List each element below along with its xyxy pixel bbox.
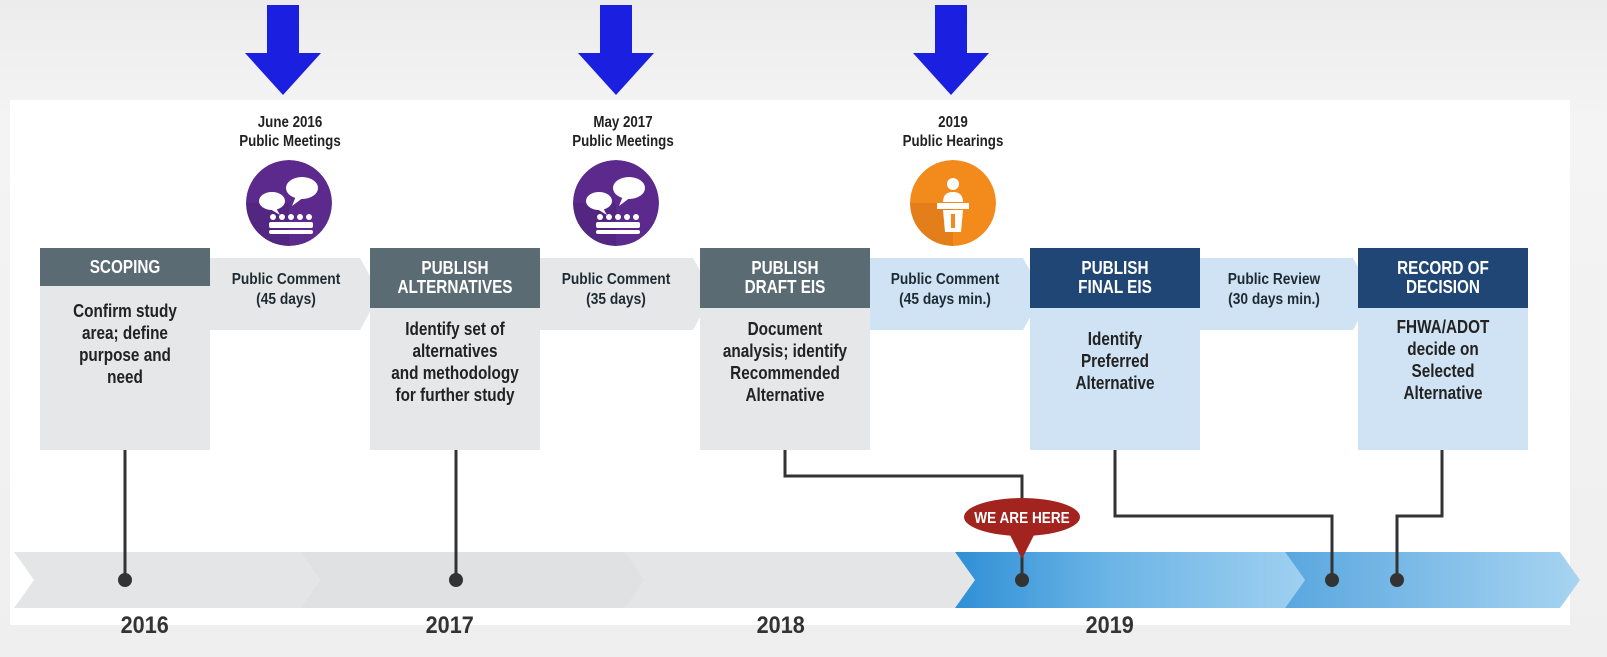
review-chevron-4 xyxy=(1198,258,1373,330)
comment-period-1: Public Comment (45 days) xyxy=(217,270,355,310)
milestone-dot xyxy=(1015,573,1029,587)
review-period-4: Public Review (30 days min.) xyxy=(1205,270,1343,310)
speaker-podium-icon xyxy=(910,160,996,246)
description-line: FHWA/ADOT xyxy=(1396,317,1490,337)
phase-box-record-of-decision: RECORD OF DECISION FHWA/ADOT decide on S… xyxy=(1358,248,1528,450)
milestone-dot xyxy=(449,573,463,587)
down-arrow-icon xyxy=(245,5,321,95)
description-line: decide on xyxy=(1407,339,1479,359)
phase-box-publish-draft-eis: PUBLISH DRAFT EIS Document analysis; ide… xyxy=(700,248,870,450)
comment-period-duration: (45 days min.) xyxy=(899,291,991,308)
phase-title-line: FINAL EIS xyxy=(1078,277,1152,297)
phase-title: SCOPING xyxy=(53,248,198,286)
description-line: analysis; identify xyxy=(722,341,848,361)
year-label-2017: 2017 xyxy=(425,612,474,639)
phase-title-line: DECISION xyxy=(1406,277,1480,297)
description-line: Recommended xyxy=(730,363,840,383)
down-arrow-icon xyxy=(913,5,989,95)
event-name: Public Hearings xyxy=(902,133,1004,150)
description-line: need xyxy=(107,367,143,387)
description-line: Preferred xyxy=(1080,351,1150,371)
comment-period-3: Public Comment (45 days min.) xyxy=(876,270,1014,310)
timeline-segment-2019 xyxy=(955,552,1305,608)
event-date: 2019 xyxy=(938,114,968,131)
description-line: and methodology xyxy=(391,363,519,383)
comment-chevron-3 xyxy=(868,258,1043,330)
we-are-here-label: WE ARE HERE xyxy=(974,510,1070,527)
phase-title-line: SCOPING xyxy=(89,256,161,277)
year-label-2018: 2018 xyxy=(756,612,805,639)
phase-description: Identify Preferred Alternative xyxy=(1043,308,1188,394)
description-line: Document xyxy=(747,319,823,339)
description-line: Identify set of xyxy=(405,319,505,339)
phase-description: FHWA/ADOT decide on Selected Alternative xyxy=(1371,308,1516,404)
phase-title-line: DRAFT EIS xyxy=(744,277,826,297)
comment-period-duration: (45 days) xyxy=(256,291,316,308)
phase-box-publish-alternatives: PUBLISH ALTERNATIVES Identify set of alt… xyxy=(370,248,540,450)
comment-chevron-1 xyxy=(205,258,380,330)
description-line: Identify xyxy=(1087,329,1143,349)
event-label-1: June 2016 Public Meetings xyxy=(213,113,368,151)
timeline-segment-2020 xyxy=(1285,552,1580,608)
description-line: Selected xyxy=(1411,361,1475,381)
phase-title: RECORD OF DECISION xyxy=(1371,248,1516,308)
description-line: purpose and xyxy=(79,345,171,365)
phase-title-line: PUBLISH xyxy=(421,258,489,278)
milestone-dot xyxy=(1325,573,1339,587)
phase-box-publish-final-eis: PUBLISH FINAL EIS Identify Preferred Alt… xyxy=(1030,248,1200,450)
milestone-dot xyxy=(1390,573,1404,587)
phase-title-line: PUBLISH xyxy=(1081,258,1149,278)
review-period-title: Public Review xyxy=(1227,271,1321,288)
year-label-2019: 2019 xyxy=(1085,612,1134,639)
description-line: area; define xyxy=(82,323,168,343)
event-label-3: 2019 Public Hearings xyxy=(876,113,1031,151)
event-label-2: May 2017 Public Meetings xyxy=(546,113,701,151)
phase-title: PUBLISH FINAL EIS xyxy=(1043,248,1188,308)
description-line: Alternative xyxy=(745,385,825,405)
timeline-band xyxy=(14,450,1580,608)
we-are-here-marker xyxy=(964,498,1080,559)
phase-description: Document analysis; identify Recommended … xyxy=(713,308,858,406)
phase-title: PUBLISH ALTERNATIVES xyxy=(383,248,528,308)
phase-description: Confirm study area; define purpose and n… xyxy=(53,286,198,388)
event-name: Public Meetings xyxy=(572,133,674,150)
phase-title-line: PUBLISH xyxy=(751,258,819,278)
description-line: alternatives xyxy=(412,341,498,361)
event-date: May 2017 xyxy=(593,114,653,131)
phase-box-scoping: SCOPING Confirm study area; define purpo… xyxy=(40,248,210,450)
comment-period-duration: (35 days) xyxy=(586,291,646,308)
meeting-speech-icon xyxy=(573,160,659,246)
review-period-duration: (30 days min.) xyxy=(1228,291,1320,308)
description-line: Alternative xyxy=(1075,373,1155,393)
timeline-segment-2017 xyxy=(300,552,645,608)
year-label-2016: 2016 xyxy=(120,612,169,639)
phase-description: Identify set of alternatives and methodo… xyxy=(383,308,528,406)
description-line: for further study xyxy=(395,385,515,405)
event-name: Public Meetings xyxy=(239,133,341,150)
phase-title-line: RECORD OF xyxy=(1397,258,1489,278)
timeline-segment-2016 xyxy=(14,552,320,608)
timeline-segment-2018 xyxy=(625,552,975,608)
phase-title-line: ALTERNATIVES xyxy=(397,277,513,297)
event-date: June 2016 xyxy=(257,114,323,131)
meeting-speech-icon xyxy=(246,160,332,246)
comment-period-title: Public Comment xyxy=(561,271,671,288)
comment-period-title: Public Comment xyxy=(890,271,1000,288)
milestone-dot xyxy=(118,573,132,587)
comment-period-2: Public Comment (35 days) xyxy=(547,270,685,310)
phase-title: PUBLISH DRAFT EIS xyxy=(713,248,858,308)
description-line: Confirm study xyxy=(73,301,177,321)
connector-decision xyxy=(1395,450,1444,580)
comment-chevron-2 xyxy=(538,258,713,330)
description-line: Alternative xyxy=(1403,383,1483,403)
connector-final-eis xyxy=(1113,450,1334,580)
down-arrow-icon xyxy=(578,5,654,95)
comment-period-title: Public Comment xyxy=(231,271,341,288)
